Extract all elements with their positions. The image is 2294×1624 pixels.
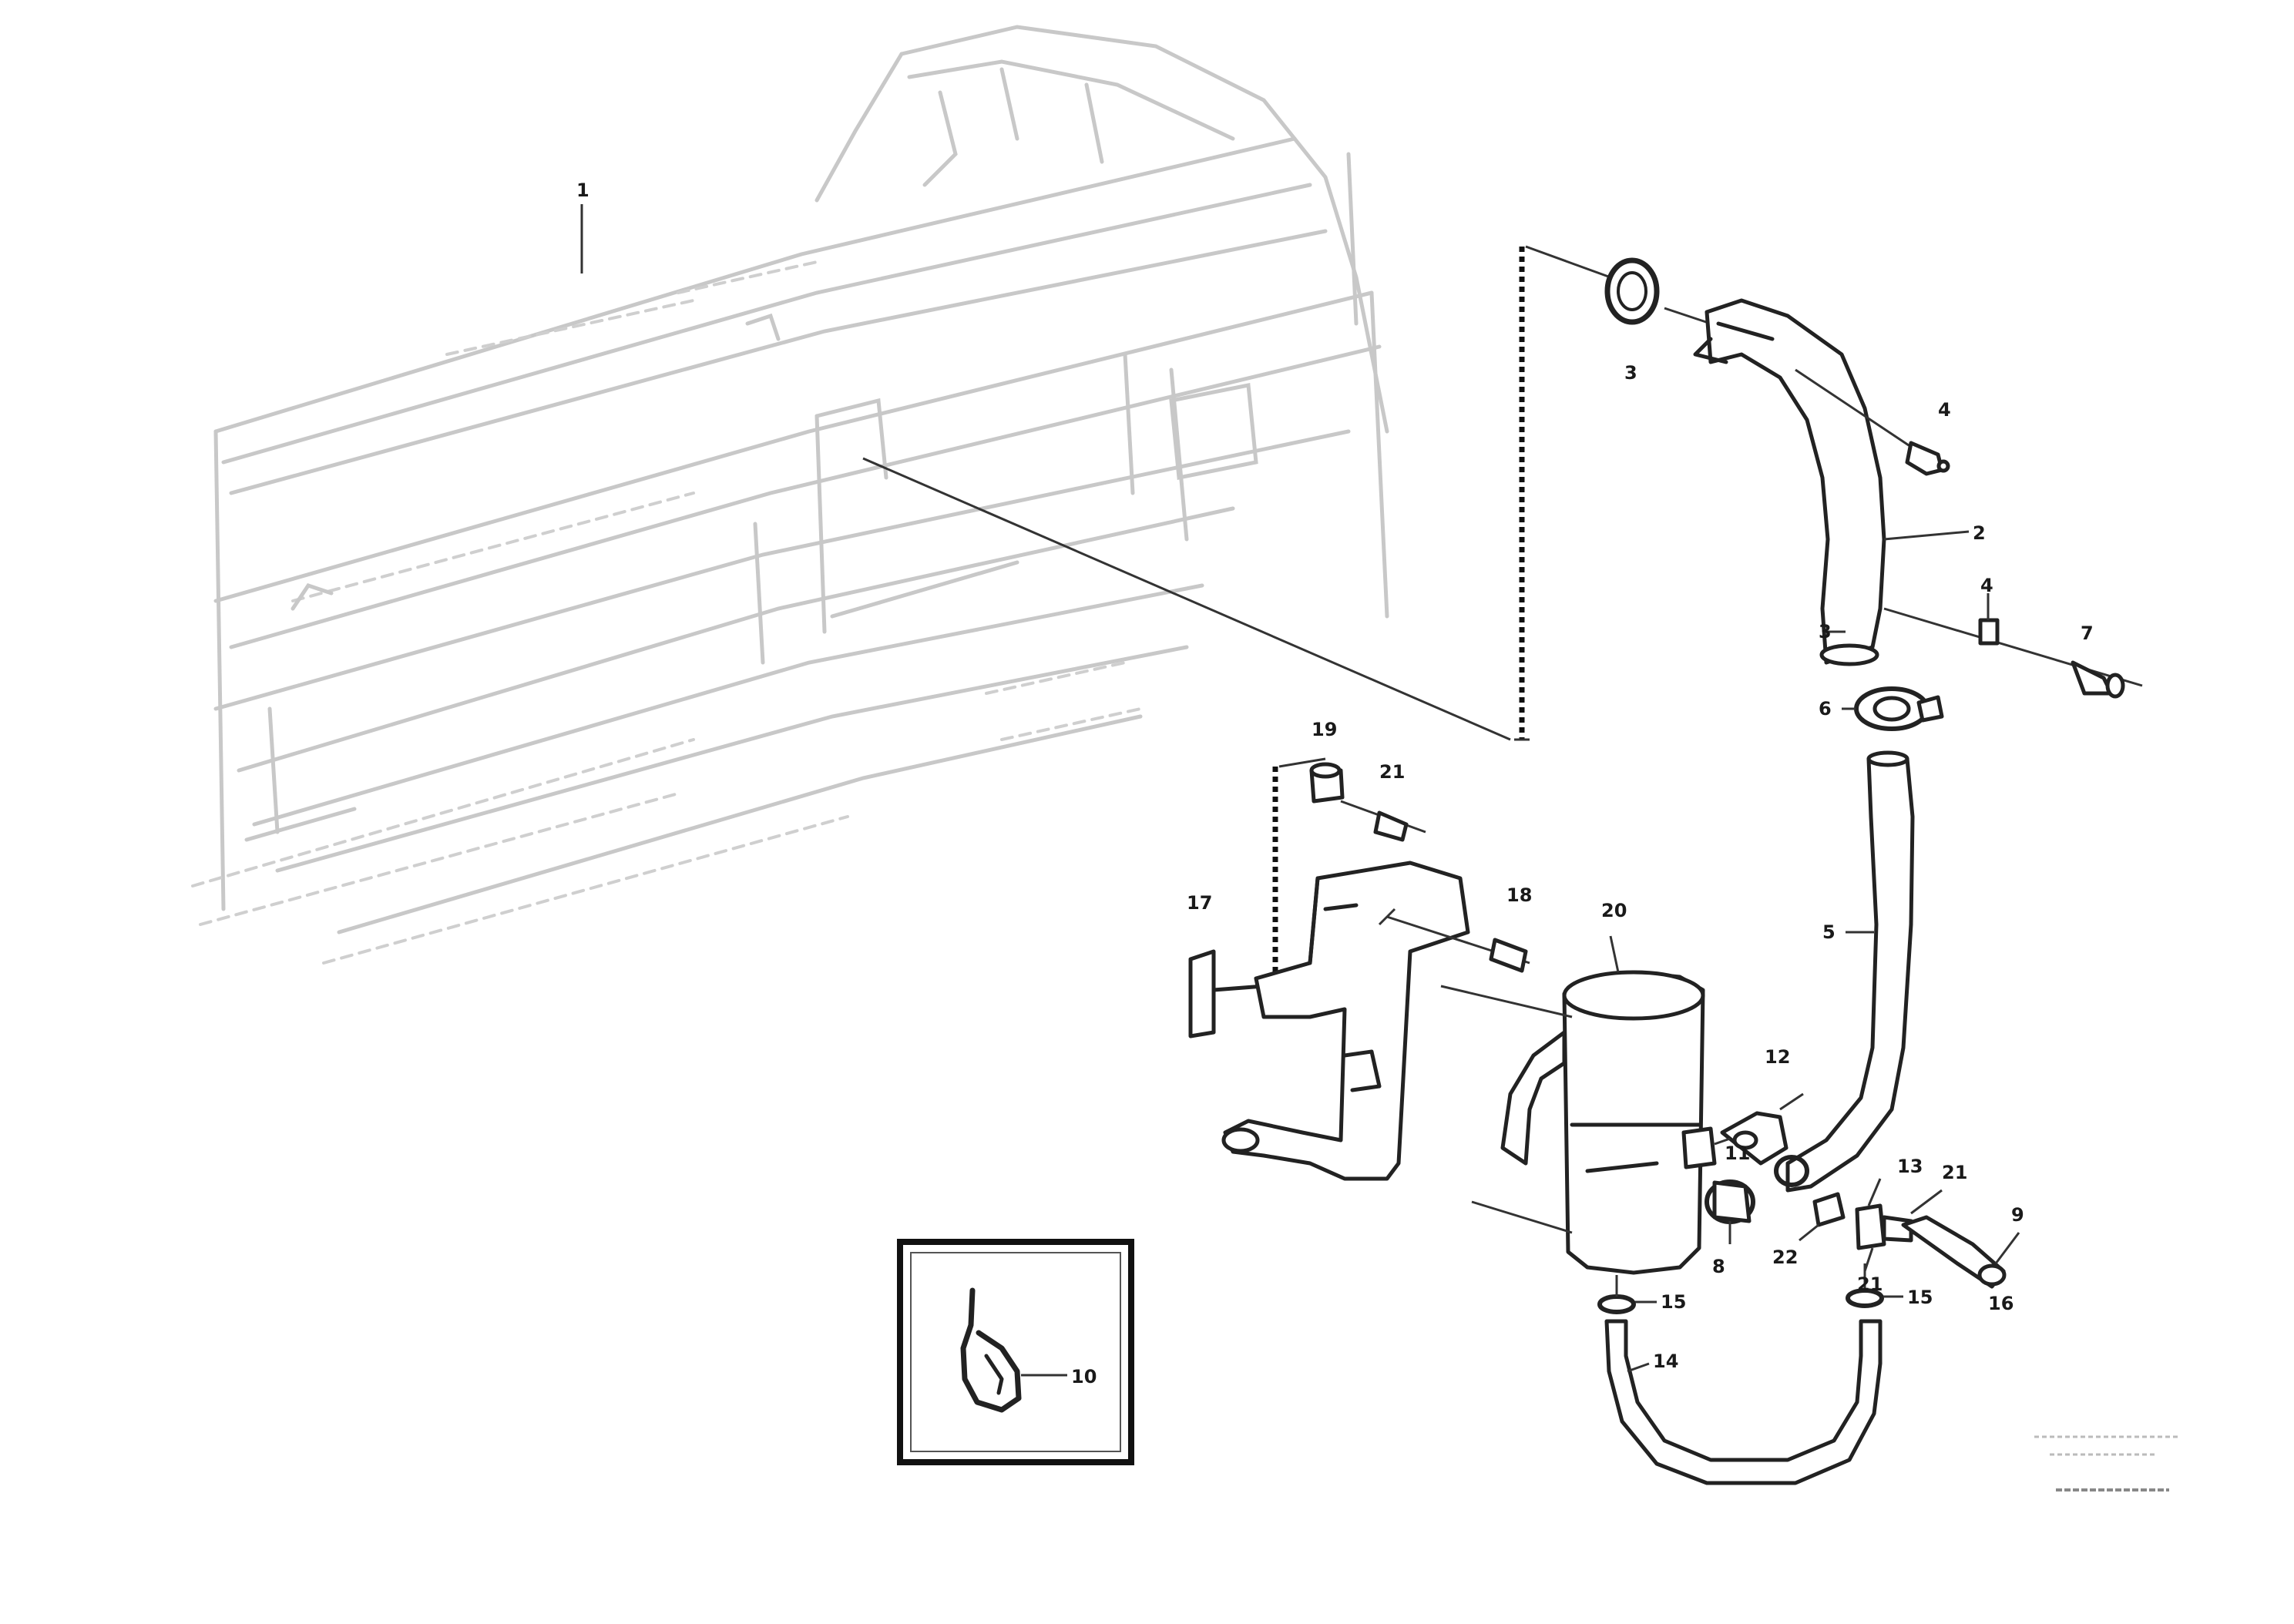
callout-18: 18 (1506, 884, 1532, 906)
callout-4-top: 4 (1938, 399, 1951, 421)
callout-19: 19 (1312, 719, 1337, 740)
hose-clamp-5[interactable] (1854, 686, 1944, 731)
callout-labels: 1 3 4 2 3 4 7 6 5 19 21 17 18 20 12 11 8… (576, 180, 2094, 1387)
seal-ring-13[interactable] (1774, 1155, 1809, 1187)
callout-20: 20 (1601, 900, 1627, 921)
callout-21-right: 21 (1942, 1162, 1967, 1183)
cable-tie-10[interactable] (960, 1287, 1022, 1413)
union-9[interactable] (1705, 1179, 1755, 1224)
callout-1: 1 (576, 180, 589, 201)
callout-21-bottom: 21 (1857, 1273, 1883, 1295)
callout-12: 12 (1765, 1046, 1790, 1068)
callout-3-mid: 3 (1819, 621, 1832, 643)
nut-21-top[interactable] (1340, 800, 1426, 842)
detail-inset-box (897, 1239, 1134, 1465)
bracket-12[interactable] (1188, 949, 1266, 1038)
bolt-fittings-mid[interactable] (1883, 593, 2143, 699)
callout-10: 10 (1071, 1366, 1097, 1387)
elbow-fitting-8[interactable] (1720, 1111, 1789, 1166)
callout-2: 2 (1973, 522, 1986, 544)
callout-7: 7 (2081, 622, 2094, 644)
nut-17[interactable] (1386, 915, 1530, 973)
mounting-bracket-11[interactable] (1221, 861, 1470, 1181)
callout-9: 9 (2011, 1204, 2024, 1226)
nipple-22[interactable] (1812, 1192, 1846, 1227)
clamp-15-left[interactable] (1597, 1294, 1636, 1314)
u-hose-14[interactable] (1604, 1319, 1883, 1485)
machine-frame-ghost (191, 25, 1389, 965)
callout-5: 5 (1822, 921, 1836, 943)
callout-14: 14 (1653, 1351, 1678, 1372)
callout-3-top: 3 (1624, 362, 1637, 384)
callout-13: 13 (1897, 1156, 1923, 1177)
callout-16: 16 (1988, 1293, 2014, 1314)
callout-11: 11 (1725, 1143, 1750, 1164)
callout-15-left: 15 (1661, 1291, 1686, 1313)
callout-4-mid: 4 (1980, 575, 1993, 596)
callout-15-right: 15 (1907, 1287, 1933, 1308)
hose-6[interactable] (1785, 750, 1915, 1193)
callout-22: 22 (1772, 1247, 1798, 1268)
seal-ring-3[interactable] (1604, 257, 1660, 325)
bolt-19[interactable] (1309, 762, 1345, 804)
frame-to-pipe-leader (862, 457, 1511, 741)
callout-8: 8 (1712, 1256, 1725, 1277)
drawing-stamp (2034, 1435, 2181, 1491)
callout-21-top: 21 (1379, 761, 1405, 783)
elbow-pipe-2[interactable] (1693, 298, 1886, 666)
hose-end-16[interactable] (1901, 1215, 2007, 1289)
bolt-4-top[interactable] (1795, 368, 1950, 476)
callout-6: 6 (1819, 698, 1832, 720)
filter-housing-20[interactable] (1500, 970, 1717, 1275)
callout-17: 17 (1187, 892, 1212, 914)
